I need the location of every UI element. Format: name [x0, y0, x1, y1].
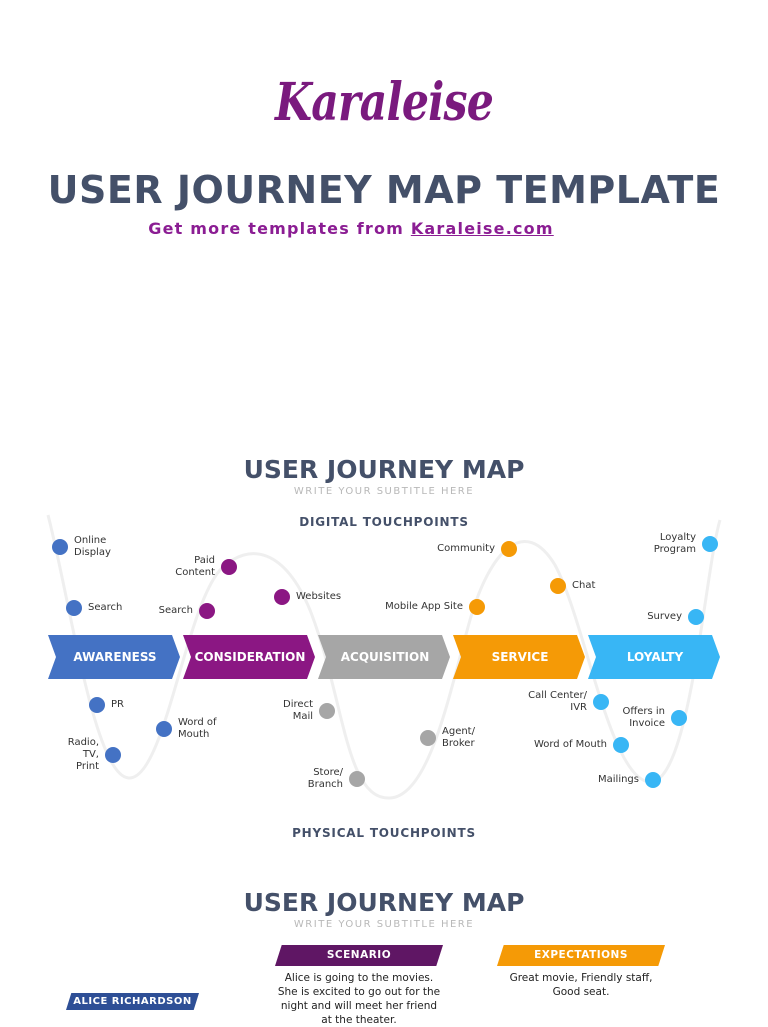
stage-arrow-acquisition	[318, 635, 450, 679]
touchpoint-dot	[671, 710, 687, 726]
touchpoint-dot	[156, 721, 172, 737]
expectations-text: Great movie, Friendly staff, Good seat.	[509, 972, 653, 998]
touchpoint-label: Loyalty Program	[653, 532, 696, 555]
expectations-banner: EXPECTATIONS	[497, 945, 665, 966]
physical-touchpoints-heading: PHYSICAL TOUCHPOINTS	[292, 826, 476, 840]
stage-arrow-loyalty	[588, 635, 720, 679]
touchpoint-dot	[702, 536, 718, 552]
touchpoint-dot	[66, 600, 82, 616]
touchpoint-dot	[645, 772, 661, 788]
touchpoint-dot	[199, 603, 215, 619]
promo-line: Get more templates from Karaleise.com	[0, 219, 702, 238]
stage-arrow-service	[453, 635, 585, 679]
touchpoint-label: Paid Content	[175, 555, 215, 578]
promo-prefix: Get more templates from	[148, 219, 411, 238]
touchpoint-label: Direct Mail	[283, 699, 313, 722]
touchpoint-label: Chat	[572, 580, 596, 591]
touchpoint-label: Call Center/ IVR	[528, 690, 587, 713]
persona-name-banner: ALICE RICHARDSON	[66, 993, 199, 1010]
touchpoint-dot	[349, 771, 365, 787]
stage-label-awareness: AWARENESS	[73, 650, 156, 664]
map-title: USER JOURNEY MAP	[243, 455, 525, 484]
touchpoint-dot	[274, 589, 290, 605]
stage-arrow-consideration	[183, 635, 315, 679]
touchpoint-dot	[52, 539, 68, 555]
touchpoint-label: Search	[158, 605, 193, 616]
stage-label-service: SERVICE	[492, 650, 549, 664]
touchpoint-label: Agent/ Broker	[442, 726, 475, 749]
journey-map-graphic: AWARENESS CONSIDERATION ACQUISITION SERVICE…	[46, 514, 722, 800]
stage-label-acquisition: ACQUISITION	[341, 650, 430, 664]
map2-subtitle: WRITE YOUR SUBTITLE HERE	[293, 919, 475, 930]
promo-link[interactable]: Karaleise.com	[410, 219, 554, 238]
touchpoint-label: Mailings	[598, 774, 639, 785]
scenario-banner: SCENARIO	[275, 945, 443, 966]
touchpoint-label: Offers in Invoice	[622, 706, 665, 729]
touchpoint-label: Online Display	[74, 535, 111, 558]
touchpoint-label: PR	[111, 699, 124, 710]
touchpoint-dot	[613, 737, 629, 753]
digital-touchpoints-heading: DIGITAL TOUCHPOINTS	[299, 515, 469, 529]
brand-logo: Karaleise	[274, 72, 494, 133]
stage-label-loyalty: LOYALTY	[627, 650, 684, 664]
map-subtitle: WRITE YOUR SUBTITLE HERE	[293, 486, 475, 497]
touchpoint-dot	[105, 747, 121, 763]
touchpoint-dot	[501, 541, 517, 557]
touchpoint-label: Radio, TV, Print	[67, 737, 99, 772]
stage-arrow-awareness	[48, 635, 180, 679]
map2-title: USER JOURNEY MAP	[243, 888, 525, 917]
touchpoint-label: Search	[88, 602, 123, 613]
touchpoint-dot	[688, 609, 704, 625]
touchpoint-label: Websites	[296, 591, 342, 602]
touchpoint-label: Community	[437, 543, 495, 554]
touchpoint-dot	[319, 703, 335, 719]
stage-label-consideration: CONSIDERATION	[195, 650, 306, 664]
scenario-text: Alice is going to the movies. She is exc…	[277, 972, 441, 1026]
touchpoint-dot	[550, 578, 566, 594]
touchpoint-label: Word of Mouth	[178, 717, 217, 740]
touchpoint-label: Word of Mouth	[533, 739, 607, 750]
page-title: USER JOURNEY MAP TEMPLATE	[47, 168, 721, 212]
touchpoint-dot	[221, 559, 237, 575]
touchpoint-label: Survey	[647, 611, 682, 622]
touchpoint-dot	[420, 730, 436, 746]
touchpoint-label: Mobile App Site	[385, 601, 463, 612]
journey-curve	[46, 514, 722, 800]
touchpoint-dot	[593, 694, 609, 710]
touchpoint-label: Store/ Branch	[307, 767, 343, 790]
touchpoint-dot	[469, 599, 485, 615]
touchpoint-dot	[89, 697, 105, 713]
